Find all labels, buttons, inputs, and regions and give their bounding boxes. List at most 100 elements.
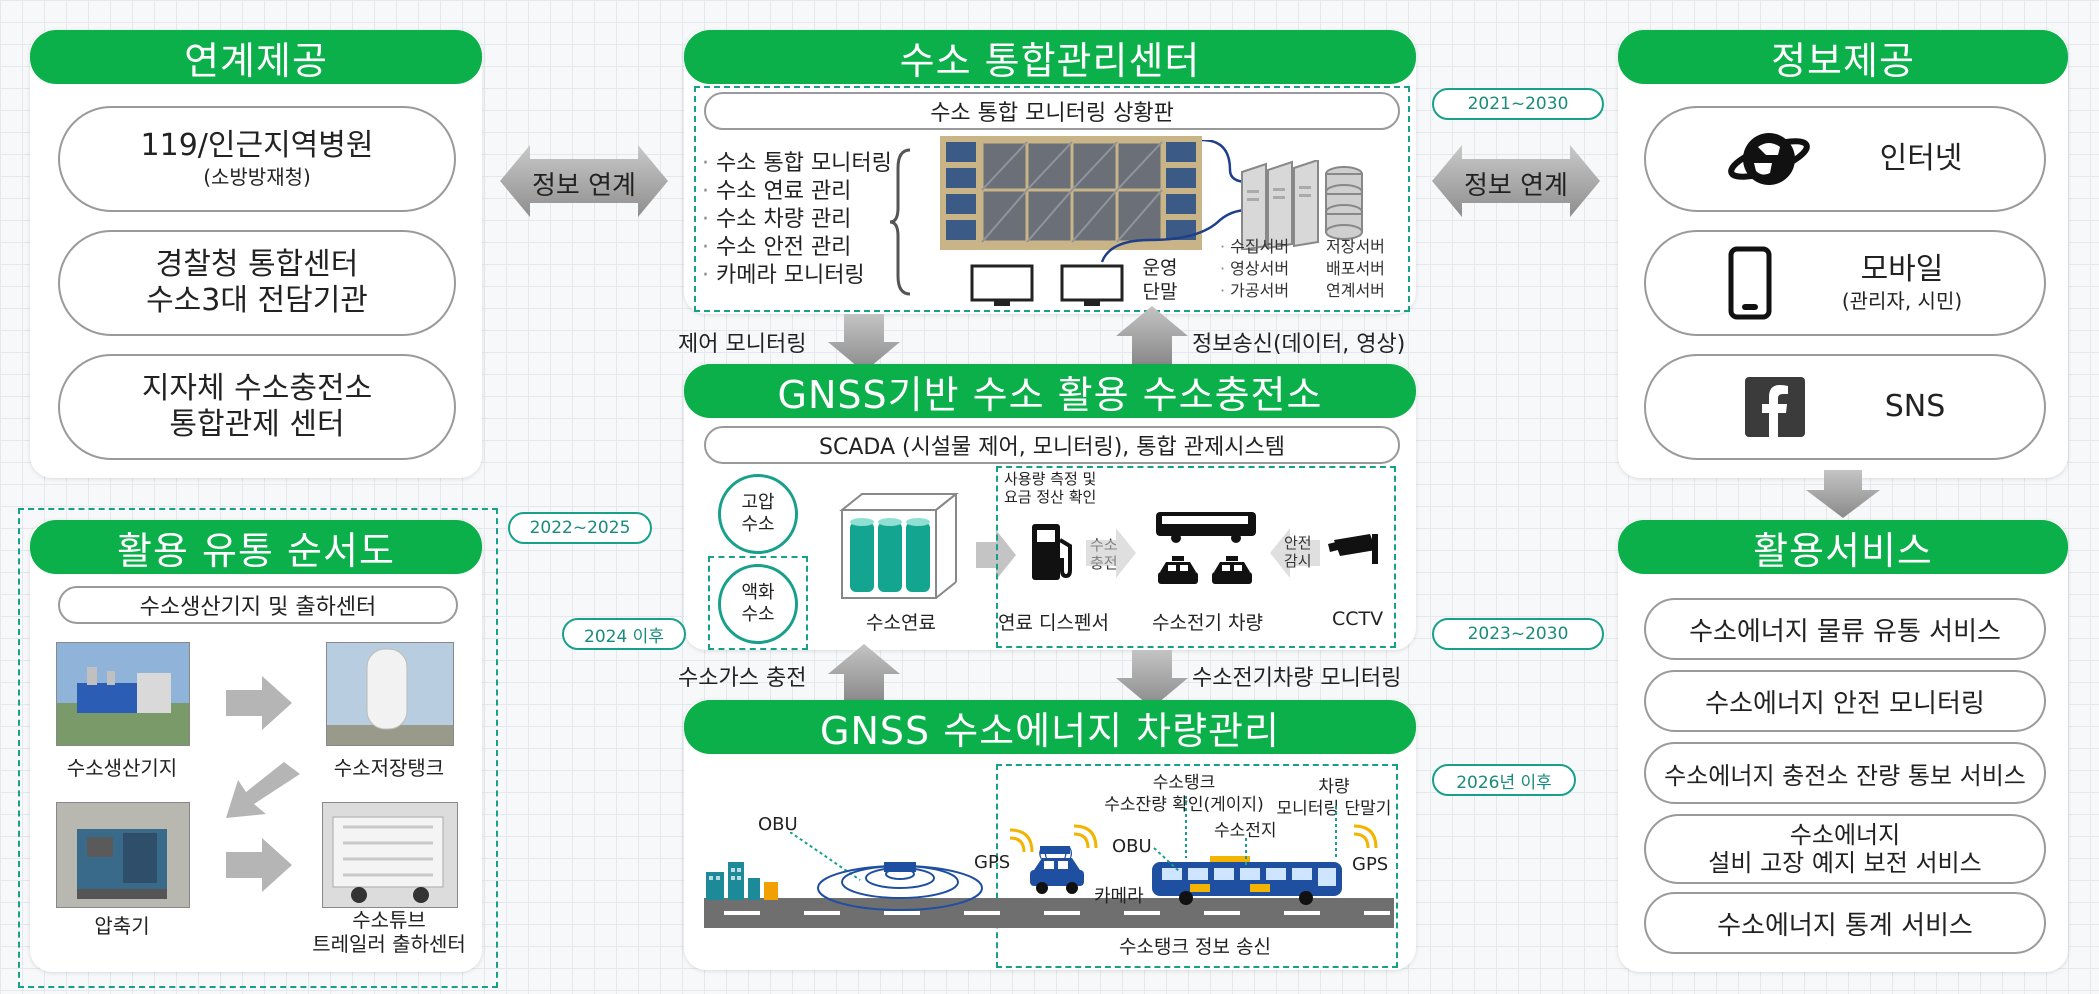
road [704,898,1394,928]
service-item-maintenance[interactable]: 수소에너지 설비 고장 예지 보전 서비스 [1644,814,2046,884]
camera-label: 카메라 [1094,886,1144,907]
station-subtitle: SCADA (시설물 제어, 모니터링), 통합 관제시스템 [704,426,1400,464]
center-function-list: 수소 통합 모니터링 수소 연료 관리 수소 차량 관리 수소 안전 관리 카메… [702,150,892,290]
flow-vehicle-label: 수소전기차량 모니터링 [1192,666,1402,691]
down-left-arrow-icon [226,762,300,818]
server-list-2: 저장서버 배포서버 연계서버 [1326,236,1385,302]
up-arrow-icon [828,644,900,702]
facebook-icon [1744,377,1805,437]
monitor-icon [1060,264,1124,306]
linkage-item-local-gov[interactable]: 지자체 수소충전소 통합관제 센터 [58,354,456,460]
linkage-item-local-gov-line1: 지자체 수소충전소 [141,371,373,406]
up-arrow-icon [1116,306,1188,364]
linkage-item-hospital[interactable]: 119/인근지역병원 (소방방재청) [58,106,456,212]
vehicle-label: 수소전기 차량 [1152,612,1263,634]
smartphone-icon [1728,246,1772,320]
linkage-item-hospital-title: 119/인근지역병원 [140,128,374,163]
function-item: 카메라 모니터링 [702,262,892,290]
right-arrow-icon [1086,528,1136,578]
vehicle-dashed-box [996,764,1398,968]
distribution-header: 활용 유통 순서도 [30,520,482,574]
liquid-label-2: 수소 [741,604,775,625]
service-header: 활용서비스 [1618,520,2068,574]
gps-signal-icon [1073,824,1098,849]
service-item-logistics[interactable]: 수소에너지 물류 유통 서비스 [1644,598,2046,660]
bus-icon [1156,512,1256,543]
hydrogen-bus-icon [1152,856,1342,905]
down-arrow-icon [1116,650,1188,708]
production-label: 수소생산기지 [66,756,178,780]
dispenser-label: 연료 디스펜서 [998,612,1109,634]
compressor-label: 압축기 [94,914,150,938]
tube-trailer-photo [322,802,458,908]
usage-note-line-2: 요금 정산 확인 [1004,488,1097,506]
tube-label-1: 수소튜브 [352,908,426,932]
function-item: 수소 안전 관리 [702,234,892,262]
linkage-item-local-gov-line2: 통합관제 센터 [169,407,345,442]
distribution-year-badge: 2022~2025 [508,512,652,544]
storage-label: 수소저장탱크 [333,756,445,780]
center-control-subtitle: 수소 통합 모니터링 상황판 [704,92,1400,130]
production-base-photo [56,642,190,746]
server-item: 수집서버 [1220,236,1289,258]
vehicle-year-badge: 2026년 이후 [1432,764,1576,796]
signal-dots: ((···)) [1038,846,1074,862]
service-item-safety[interactable]: 수소에너지 안전 모니터링 [1644,670,2046,732]
linkage-item-police-line2: 수소3대 전담기관 [146,283,368,318]
liquid-dashed-box [708,556,808,650]
service-item-remaining[interactable]: 수소에너지 충전소 잔량 통보 서비스 [1644,742,2046,804]
center-control-dashed-box [694,86,1410,312]
info-item-internet[interactable]: 인터넷 [1644,106,2046,212]
usage-note: 사용량 측정 및 요금 정산 확인 [1004,470,1096,506]
gps2-label: GPS [1352,854,1389,875]
flow-control-label: 제어 모니터링 [678,332,807,357]
service-item-statistics-label: 수소에너지 통계 서비스 [1717,910,1973,941]
cctv-camera-icon [1328,534,1378,564]
info-item-mobile-sub: (관리자, 시민) [1841,289,1963,313]
flow-gas-label: 수소가스 충전 [678,666,807,691]
vehicle-header: GNSS 수소에너지 차량관리 [684,700,1416,754]
server-item: 배포서버 [1326,259,1385,278]
linkage-item-police[interactable]: 경찰청 통합센터 수소3대 전담기관 [58,230,456,336]
monitor-icon [970,264,1034,306]
high-pressure-label-1: 고압 [741,492,775,513]
storage-tank-photo [326,642,454,746]
center-control-header: 수소 통합관리센터 [684,30,1416,84]
tank-label: 수소탱크 수소잔량 확인(게이지) [1094,772,1274,816]
city-buildings-icon [706,862,778,900]
server-item: 연계서버 [1326,281,1385,300]
monitor-terminal-label: 차량 모니터링 단말기 [1270,776,1398,820]
linkage-item-police-line1: 경찰청 통합센터 [155,247,359,282]
info-item-mobile-label: 모바일 [1860,252,1944,287]
right-arrow-icon [226,676,292,730]
safety-label-1: 안전 [1284,534,1312,552]
server-item: 영상서버 [1220,258,1289,280]
gps-signal-icon [1009,828,1034,853]
terminal-label-1: 운영 [1142,257,1178,279]
fuel-label: 수소연료 [866,612,936,634]
station-header: GNSS기반 수소 활용 수소충전소 [684,364,1416,418]
link-right-label: 정보 연계 [1464,171,1568,201]
info-item-internet-label: 인터넷 [1879,141,1963,176]
liquid-hydrogen-circle: 액화 수소 [718,564,798,644]
monitor-terminal-label-1: 차량 [1318,777,1350,797]
obu-left-label: OBU [758,814,798,835]
distribution-dashed-box [18,508,498,988]
fuel-cell-label: 수소전지 [1214,821,1277,841]
service-item-statistics[interactable]: 수소에너지 통계 서비스 [1644,892,2046,954]
link-left-arrow-icon [500,145,668,217]
monitor-terminal-label-2: 모니터링 단말기 [1276,799,1392,819]
linkage-item-hospital-sub: (소방방재청) [203,165,311,189]
info-item-sns[interactable]: SNS [1644,354,2046,460]
function-item: 수소 차량 관리 [702,206,892,234]
gps-signal-icon [1353,824,1378,849]
liquid-label-1: 액화 [741,582,775,603]
server-item: 가공서버 [1220,280,1289,302]
linkage-header: 연계제공 [30,30,482,84]
terminal-label-2: 단말 [1142,281,1178,303]
function-item: 수소 통합 모니터링 [702,150,892,178]
service-item-remaining-label: 수소에너지 충전소 잔량 통보 서비스 [1664,761,2026,790]
info-item-mobile[interactable]: 모바일 (관리자, 시민) [1644,230,2046,336]
info-header: 정보제공 [1618,30,2068,84]
taxi-icon [1212,556,1252,584]
